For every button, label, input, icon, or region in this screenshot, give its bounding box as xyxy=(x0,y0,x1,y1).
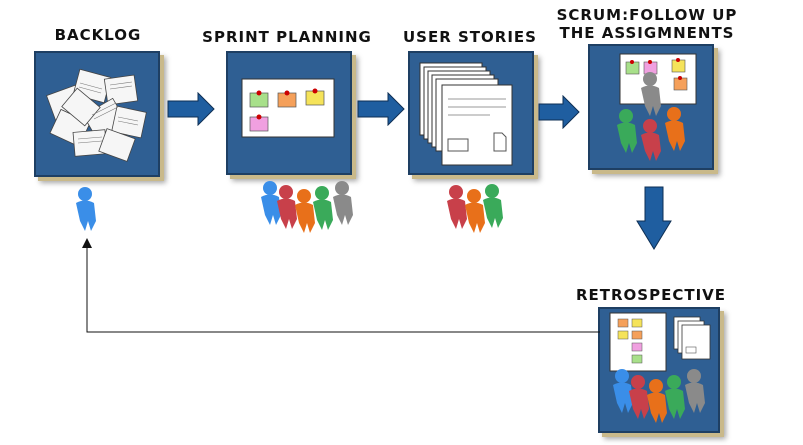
task-board-icon xyxy=(241,78,335,138)
stage-title-sprint-planning-line1: SPRINT PLANNING xyxy=(202,28,372,46)
person-icon xyxy=(685,369,705,413)
arrow-backlog-to-planning xyxy=(167,92,215,126)
feedback-loop-arrow xyxy=(82,238,600,333)
person-icon xyxy=(261,181,281,225)
people-user-stories xyxy=(447,184,503,233)
person-icon xyxy=(629,375,649,419)
panel-backlog xyxy=(34,51,160,177)
person-icon xyxy=(295,189,315,233)
person-icon xyxy=(447,185,467,229)
stage-title-scrum-follow-up: SCRUM:FOLLOW UP THE ASSIGMNENTS xyxy=(552,6,742,42)
person-icon xyxy=(613,369,633,413)
person-icon xyxy=(665,107,685,151)
stage-title-backlog-line1: BACKLOG xyxy=(54,26,142,44)
person-icon xyxy=(277,185,297,229)
stage-title-sprint-planning: SPRINT PLANNING xyxy=(196,28,378,46)
arrow-scrum-to-retrospective xyxy=(636,186,672,250)
people-backlog xyxy=(76,187,96,231)
person-icon xyxy=(483,184,503,228)
person-icon xyxy=(76,187,96,231)
person-icon xyxy=(333,181,353,225)
person-icon xyxy=(641,119,661,161)
person-icon xyxy=(641,72,661,116)
person-icon xyxy=(313,186,333,230)
people-scrum-follow-up xyxy=(617,72,685,161)
stage-title-backlog: BACKLOG xyxy=(48,26,148,44)
story-cards-stack-icon xyxy=(419,62,513,166)
person-icon xyxy=(647,379,667,423)
people-sprint-planning xyxy=(261,181,353,233)
panel-user-stories xyxy=(408,51,534,175)
stage-title-scrum-line1: SCRUM:FOLLOW UP xyxy=(556,6,738,24)
person-icon xyxy=(465,189,485,233)
retro-board-icon xyxy=(609,312,711,372)
stage-title-scrum-line2: THE ASSIGMNENTS xyxy=(559,24,735,42)
person-icon xyxy=(617,109,637,153)
person-icon xyxy=(665,375,685,419)
stage-title-user-stories: USER STORIES xyxy=(398,28,542,46)
stage-title-user-stories-line1: USER STORIES xyxy=(403,28,537,46)
people-retrospective xyxy=(613,369,705,423)
panel-sprint-planning xyxy=(226,51,352,175)
stage-title-retrospective-line1: RETROSPECTIVE xyxy=(575,286,727,304)
paper-pile-icon xyxy=(46,68,147,162)
arrow-stories-to-scrum xyxy=(538,95,580,129)
arrow-planning-to-stories xyxy=(357,92,405,126)
stage-title-retrospective: RETROSPECTIVE xyxy=(566,286,736,304)
